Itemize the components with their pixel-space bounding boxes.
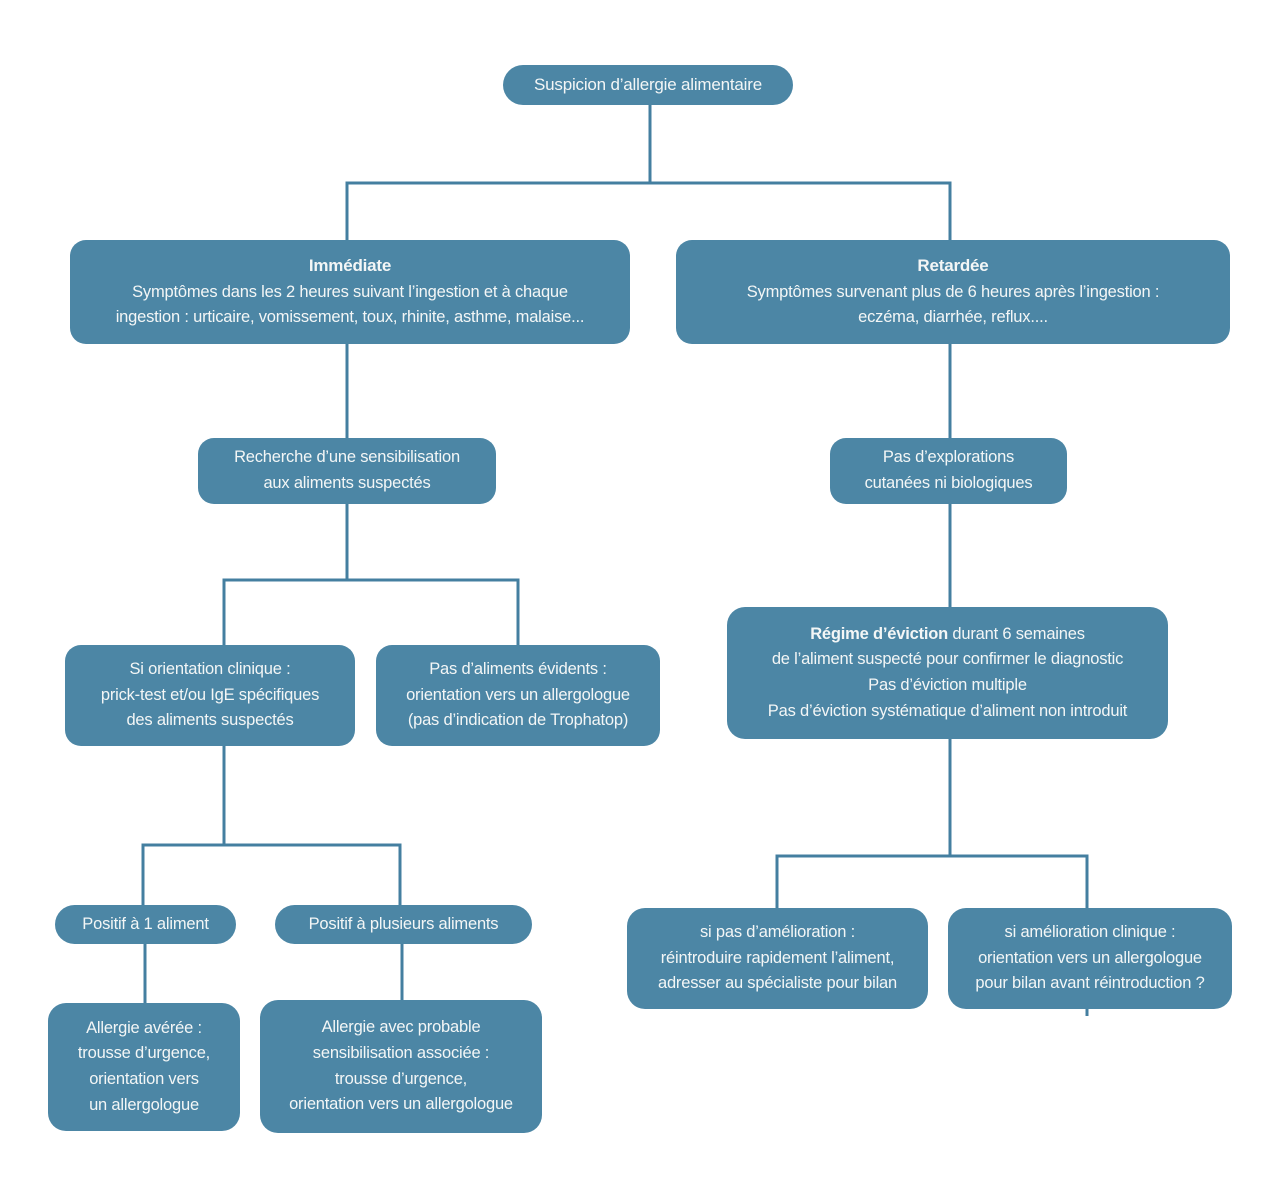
- node-si-pas-amelioration: si pas d’amélioration : réintroduire rap…: [627, 908, 928, 1009]
- node-si-orientation-clinique: Si orientation clinique : prick-test et/…: [65, 645, 355, 746]
- node-regime-rest-text: durant 6 semaines: [948, 624, 1085, 643]
- connector: [141, 843, 402, 906]
- node-si-pas-amelioration-text: si pas d’amélioration : réintroduire rap…: [657, 923, 897, 993]
- node-si-amelioration-clinique: si amélioration clinique : orientation v…: [948, 908, 1232, 1009]
- node-pas-aliments-text: Pas d’aliments évidents : orientation ve…: [406, 660, 630, 730]
- node-immediate-title: Immédiate: [308, 256, 392, 276]
- node-regime-eviction: Régime d’éviction durant 6 semaines de l…: [727, 607, 1168, 739]
- node-immediate-body: Symptômes dans les 2 heures suivant l’in…: [115, 282, 585, 327]
- node-recherche-sensibilisation: Recherche d’une sensibilisation aux alim…: [198, 438, 496, 504]
- node-suspicion-allergie: Suspicion d’allergie alimentaire: [503, 65, 793, 105]
- node-pas-explorations-text: Pas d’explorations cutanées ni biologiqu…: [864, 448, 1033, 492]
- node-pas-explorations: Pas d’explorations cutanées ni biologiqu…: [830, 438, 1067, 504]
- node-pas-aliments-evidents: Pas d’aliments évidents : orientation ve…: [376, 645, 660, 746]
- node-positif-un-text: Positif à 1 aliment: [82, 914, 209, 933]
- node-allergie-averee-text: Allergie avérée : trousse d’urgence, ori…: [77, 1018, 211, 1114]
- node-positif-plusieurs-aliments: Positif à plusieurs aliments: [275, 905, 532, 944]
- connector: [345, 181, 952, 240]
- node-allergie-averee: Allergie avérée : trousse d’urgence, ori…: [48, 1003, 240, 1131]
- node-positif-un-aliment: Positif à 1 aliment: [55, 905, 236, 944]
- node-regime-bold-text: Régime d’éviction: [810, 624, 949, 643]
- node-regime-body: de l’aliment suspecté pour confirmer le …: [767, 650, 1128, 720]
- node-positif-plusieurs-text: Positif à plusieurs aliments: [308, 914, 499, 933]
- node-retardee: Retardée Symptômes survenant plus de 6 h…: [676, 240, 1230, 344]
- node-regime-line1: Régime d’éviction durant 6 semaines: [810, 622, 1085, 648]
- node-immediate: Immédiate Symptômes dans les 2 heures su…: [70, 240, 630, 344]
- connector: [222, 578, 520, 646]
- node-recherche-text: Recherche d’une sensibilisation aux alim…: [234, 448, 460, 492]
- node-allergie-probable: Allergie avec probable sensibilisation a…: [260, 1000, 542, 1133]
- node-retardee-body: Symptômes survenant plus de 6 heures apr…: [746, 282, 1160, 327]
- node-suspicion-text: Suspicion d’allergie alimentaire: [534, 74, 762, 94]
- node-retardee-title: Retardée: [917, 256, 989, 276]
- node-si-orientation-text: Si orientation clinique : prick-test et/…: [100, 660, 320, 730]
- node-si-amelioration-text: si amélioration clinique : orientation v…: [975, 923, 1205, 993]
- connector: [775, 854, 1089, 909]
- node-allergie-probable-text: Allergie avec probable sensibilisation a…: [289, 1018, 513, 1114]
